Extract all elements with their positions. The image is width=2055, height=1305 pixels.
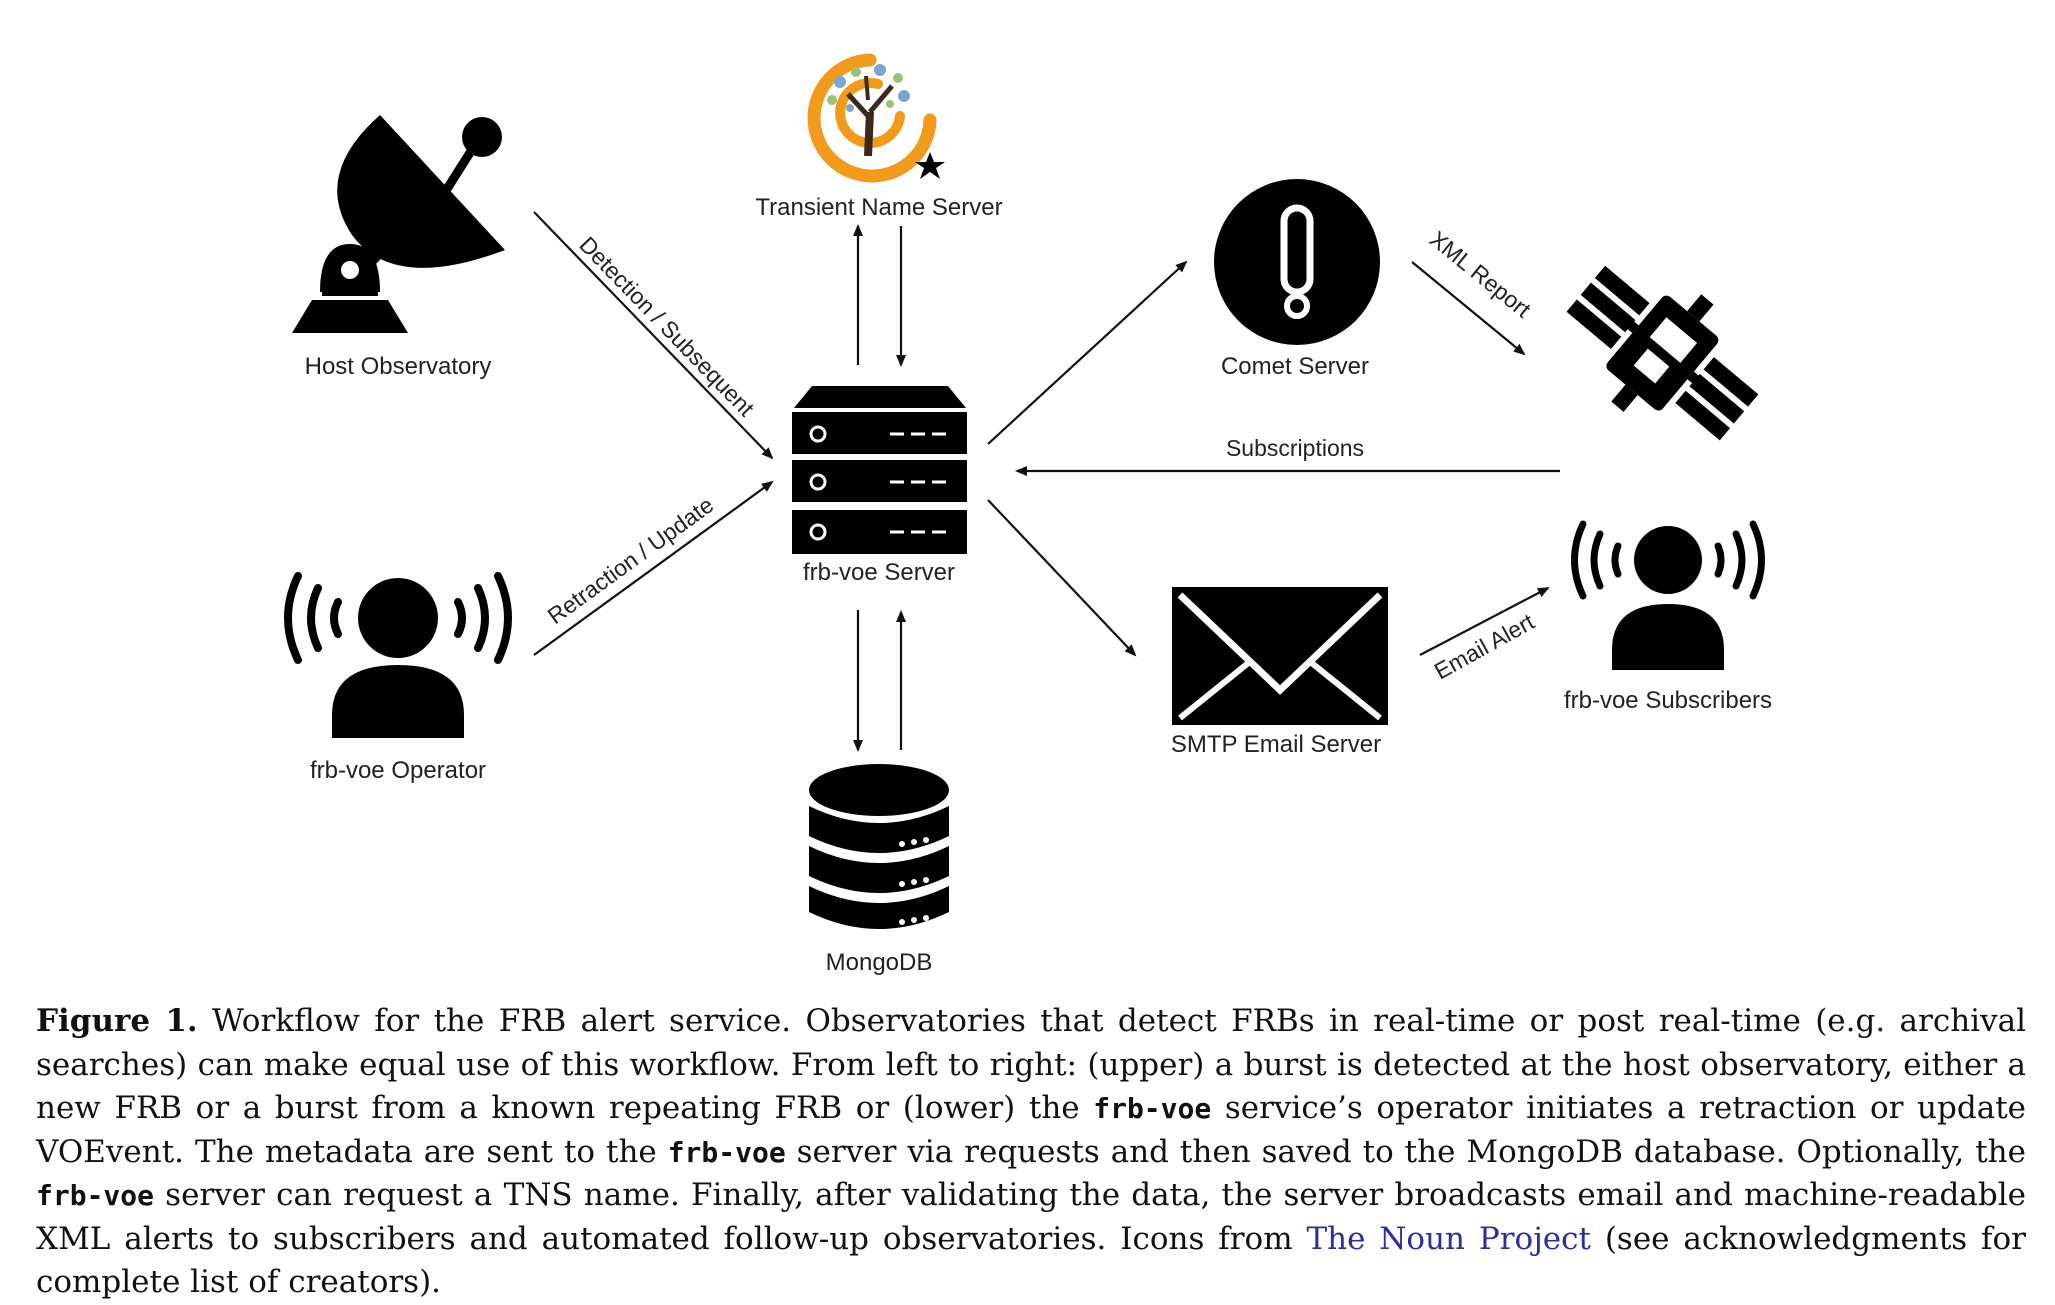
caption-text-5: (see acknowledgments for complete list o…: [36, 1220, 2026, 1301]
server-rack-icon: [792, 386, 967, 554]
operator-label: frb-voe Operator: [310, 757, 486, 784]
xml-report-edge-label: XML Report: [1425, 226, 1537, 323]
detection-edge-label: Detection / Subsequent: [574, 231, 759, 421]
figure-caption: Figure 1. Workflow for the FRB alert ser…: [36, 1000, 2026, 1305]
caption-label: Figure 1.: [36, 1003, 198, 1039]
envelope-icon: [1172, 587, 1388, 725]
tns-logo-icon: [807, 53, 945, 183]
retraction-edge-label: Retraction / Update: [543, 492, 719, 630]
tns-label: Transient Name Server: [755, 194, 1002, 221]
smtp-label: SMTP Email Server: [1171, 731, 1381, 758]
caption-text-3: server via requests and then saved to th…: [785, 1133, 2026, 1170]
caption-text-4: server can request a TNS name. Finally, …: [36, 1177, 2026, 1257]
caption-text-2: service’s operator initiates a retractio…: [36, 1090, 2026, 1170]
workflow-diagram: Host Observatory Transient Name Server C…: [284, 53, 1772, 976]
database-icon: [809, 764, 949, 929]
arrow-host-to-server: [533, 211, 774, 460]
arrow-smtp-to-subscribers: [1419, 587, 1550, 656]
caption-text-1: Workflow for the FRB alert service. Obse…: [36, 1003, 2026, 1126]
mongodb-label: MongoDB: [826, 949, 933, 976]
arrow-comet-to-satellite: [1411, 261, 1526, 356]
satellite-dish-icon: [292, 115, 505, 333]
subscribers-person-icon: [1571, 520, 1765, 670]
arrow-operator-to-server: [533, 480, 774, 656]
arrow-server-to-smtp: [987, 499, 1137, 657]
arrows: [533, 211, 1560, 752]
operator-person-icon: [284, 572, 512, 738]
exclamation-icon: [1214, 179, 1380, 345]
noun-project-link[interactable]: The Noun Project: [1306, 1220, 1591, 1257]
frbvoe-server-label: frb-voe Server: [803, 559, 955, 586]
subscribers-label: frb-voe Subscribers: [1564, 687, 1772, 714]
email-alert-edge-label: Email Alert: [1430, 608, 1539, 684]
subscriptions-edge-label: Subscriptions: [1226, 435, 1364, 461]
host-observatory-label: Host Observatory: [305, 353, 492, 380]
comet-server-label: Comet Server: [1221, 353, 1369, 380]
arrow-server-to-comet: [987, 260, 1188, 445]
satellite-icon: [1566, 265, 1759, 441]
caption-code-3: frb-voe: [36, 1179, 155, 1212]
caption-code-2: frb-voe: [667, 1135, 786, 1169]
caption-code-1: frb-voe: [1093, 1092, 1212, 1125]
